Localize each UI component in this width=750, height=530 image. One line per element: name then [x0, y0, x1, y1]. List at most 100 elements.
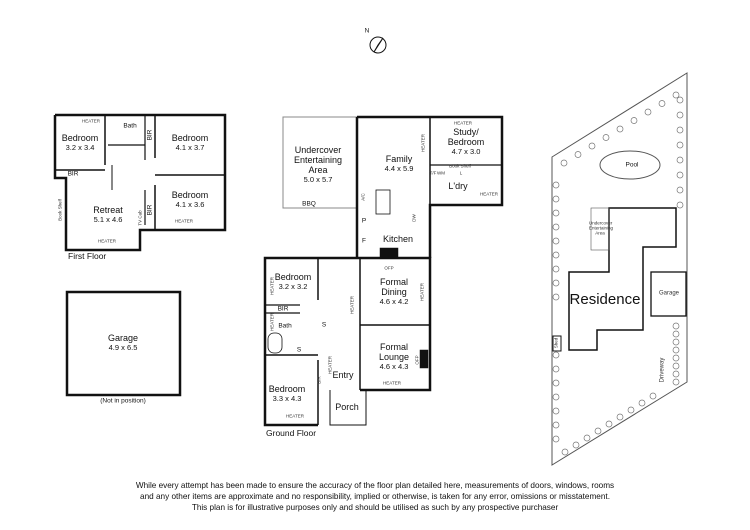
- tree-icon: [552, 209, 560, 217]
- tree-icon: [644, 108, 652, 116]
- heater-label: HEATER: [175, 218, 193, 224]
- ground-floor-title: Ground Floor: [266, 428, 317, 438]
- tree-icon: [627, 406, 635, 414]
- gf-bir-label: BIR: [316, 376, 322, 384]
- site-garage-label: Garage: [658, 290, 680, 297]
- tree-icon: [658, 100, 666, 107]
- tree-icon: [552, 237, 560, 245]
- tree-icon: [552, 435, 560, 443]
- room-dim: 5.1 x 4.6: [93, 214, 123, 224]
- tree-icon: [552, 407, 560, 415]
- tree-icon: [676, 171, 684, 179]
- tree-icon: [552, 251, 560, 259]
- room-dim: 4.6 x 4.2: [379, 296, 409, 306]
- dishwasher-label: DW: [411, 214, 417, 222]
- room-dim: 4.1 x 3.6: [175, 199, 205, 209]
- room-name: Bedroom: [171, 189, 209, 200]
- tree-icon: [552, 181, 560, 189]
- disclaimer-line: This plan is for illustrative purposes o…: [191, 503, 559, 512]
- gf-bath-label: Bath: [278, 322, 292, 330]
- room-entry: Entry: [332, 370, 354, 381]
- room-name: Bedroom: [268, 383, 306, 394]
- room-name: Bedroom: [61, 132, 99, 143]
- site-shed-label: Shed: [553, 337, 559, 349]
- disclaimer-line: While every attempt has been made to ens…: [135, 481, 615, 490]
- tree-icon: [560, 159, 568, 167]
- ofp-label: OFP: [384, 265, 394, 271]
- heater-label: HEATER: [82, 118, 100, 124]
- room-dim: 4.1 x 3.7: [175, 142, 205, 152]
- garage-note: (Not in position): [100, 397, 146, 405]
- room-name: Garage: [107, 332, 139, 343]
- room-dim: 4.9 x 6.5: [108, 342, 138, 352]
- tree-icon: [630, 117, 638, 124]
- room-name: Study/ Bedroom: [447, 126, 485, 147]
- room-kitchen: Kitchen: [382, 234, 414, 245]
- tree-icon: [561, 448, 569, 456]
- room-name: Bedroom: [171, 132, 209, 143]
- room-name: Retreat: [93, 204, 123, 215]
- tree-icon: [552, 393, 560, 401]
- site-residence-label: Residence: [569, 290, 641, 308]
- heater-label: HEATER: [454, 120, 472, 126]
- room-dim: 3.3 x 4.3: [272, 393, 302, 403]
- room-laundry: L'dry: [448, 181, 468, 192]
- tree-icon: [649, 392, 657, 400]
- tree-icon: [672, 362, 680, 370]
- ff-book-shelf-label: Book Shelf: [57, 199, 63, 221]
- tree-icon: [672, 91, 680, 99]
- tree-icon: [572, 441, 580, 449]
- pantry-label: P: [361, 217, 367, 225]
- storage-label: S: [296, 346, 302, 354]
- tree-icon: [672, 330, 680, 338]
- tree-icon: [552, 379, 560, 387]
- heater-label: HEATER: [269, 277, 275, 295]
- room-name: Formal Lounge: [378, 341, 410, 362]
- tree-icon: [605, 420, 613, 428]
- room-dim: 4.7 x 3.0: [451, 146, 481, 156]
- tree-icon: [672, 354, 680, 362]
- tree-icon: [676, 126, 684, 134]
- heater-label: HEATER: [420, 134, 426, 152]
- heater-label: HEATER: [480, 191, 498, 197]
- tree-icon: [638, 399, 646, 407]
- tree-icon: [676, 186, 684, 194]
- fridge-label: F: [362, 237, 366, 245]
- ff-bath-label: Bath: [123, 122, 137, 130]
- tree-icon: [552, 365, 560, 373]
- ff-bir-label: BIR: [146, 129, 154, 141]
- ofp-label: OFP: [414, 355, 420, 365]
- heater-label: HEATER: [98, 238, 116, 244]
- heater-label: HEATER: [419, 283, 425, 301]
- gf-book-shelf-label: Book Shelf: [449, 163, 471, 169]
- tree-icon: [676, 201, 684, 209]
- tree-icon: [672, 322, 680, 330]
- tree-icon: [552, 351, 560, 359]
- first-floor-walls: [53, 113, 227, 252]
- storage-label: S: [321, 321, 327, 329]
- north-label: N: [364, 27, 370, 35]
- site-driveway-label: Driveway: [659, 357, 666, 383]
- tree-icon: [552, 265, 560, 273]
- tf-label: T/F: [429, 170, 437, 176]
- room-name: Family: [385, 153, 413, 164]
- ff-bir-label: BIR: [67, 170, 79, 178]
- heater-label: HEATER: [349, 296, 355, 314]
- tree-icon: [676, 156, 684, 164]
- north-arrow-icon: [369, 36, 387, 54]
- room-dim: 4.4 x 5.9: [384, 163, 414, 173]
- ff-bir-label: BIR: [146, 204, 154, 216]
- room-name: Undercover Entertaining Area: [293, 145, 343, 175]
- tree-icon: [552, 223, 560, 231]
- room-dim: 3.2 x 3.2: [278, 281, 308, 291]
- tree-icon: [616, 125, 624, 133]
